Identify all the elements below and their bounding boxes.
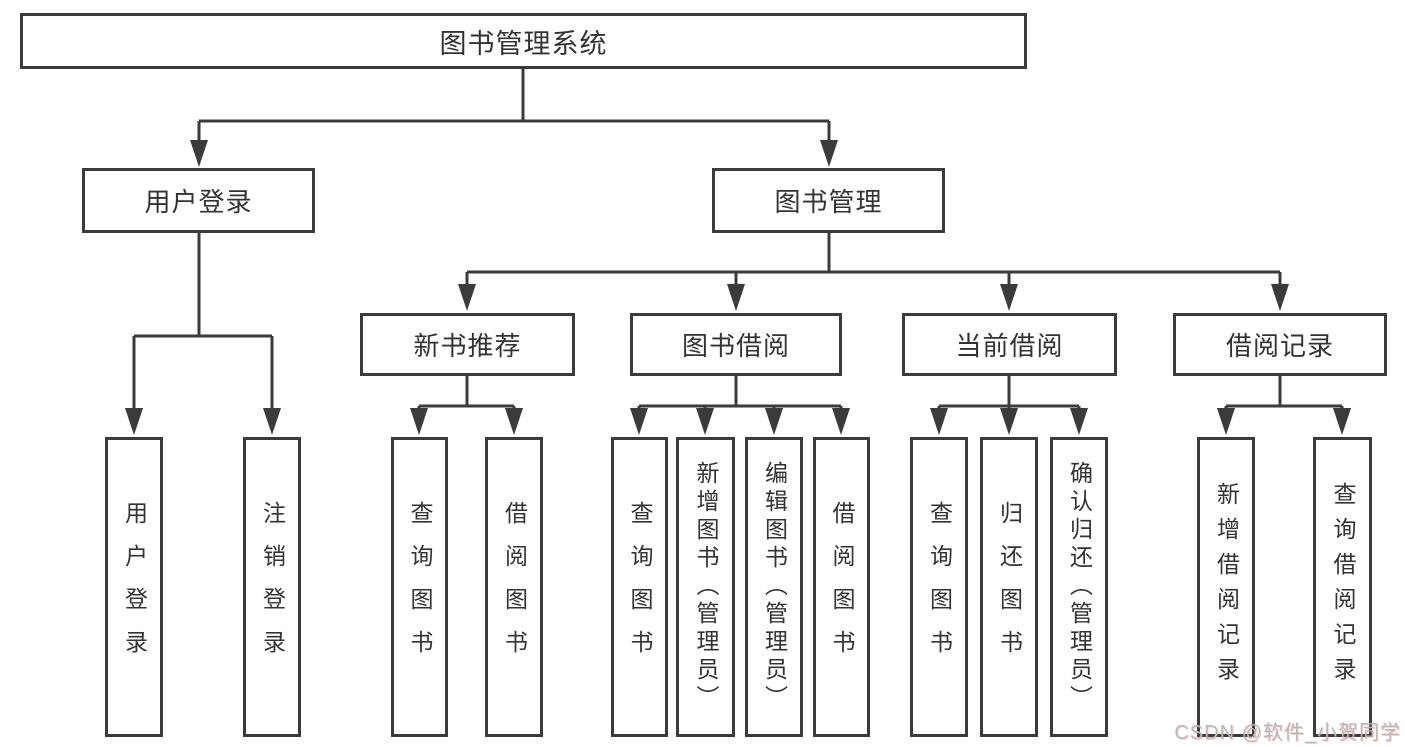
leaf-edit-books-admin: 编辑图书（管理员）	[745, 437, 803, 737]
leaf-query-books-recommend-label: 查询图书	[407, 501, 433, 673]
leaf-borrow-books-label: 借阅图书	[829, 501, 855, 673]
connector-root-to-branches	[197, 69, 831, 150]
watermark: CSDN @软件_小贺同学	[1174, 722, 1401, 744]
leaf-query-books-borrow: 查询图书	[611, 437, 668, 737]
leaf-add-borrow-record: 新增借阅记录	[1197, 437, 1255, 737]
node-book-management-label: 图书管理	[774, 187, 883, 217]
arrowhead	[820, 140, 838, 167]
arrowhead	[458, 284, 476, 311]
node-borrow-records-label: 借阅记录	[1225, 331, 1334, 361]
arrowhead	[696, 408, 714, 435]
leaf-return-books-label: 归还图书	[996, 501, 1023, 673]
leaf-query-books-recommend: 查询图书	[391, 437, 448, 737]
leaf-borrow-books-recommend: 借阅图书	[485, 437, 543, 737]
leaf-query-books-current-label: 查询图书	[926, 501, 953, 673]
node-user-login-label: 用户登录	[144, 187, 253, 217]
arrowhead	[1271, 284, 1289, 311]
leaf-add-borrow-record-label: 新增借阅记录	[1213, 482, 1240, 692]
leaf-return-books: 归还图书	[980, 437, 1038, 737]
arrowhead	[630, 408, 648, 435]
arrowhead	[263, 408, 281, 435]
arrowhead	[1000, 284, 1018, 311]
arrowhead	[410, 408, 428, 435]
arrowhead	[930, 408, 948, 435]
connector-book-management-to-modules	[465, 233, 1282, 294]
leaf-confirm-return-admin-label: 确认归还（管理员）	[1066, 461, 1093, 713]
node-new-book-recommend-label: 新书推荐	[413, 331, 522, 361]
node-book-borrow-label: 图书借阅	[681, 331, 790, 361]
leaf-confirm-return-admin: 确认归还（管理员）	[1050, 437, 1108, 737]
leaf-logout: 注销登录	[243, 437, 301, 737]
node-root-label: 图书管理系统	[439, 28, 608, 59]
arrowhead	[765, 408, 783, 435]
leaf-add-books-admin: 新增图书（管理员）	[676, 437, 735, 737]
arrowhead	[727, 284, 745, 311]
leaf-query-books-current: 查询图书	[910, 437, 968, 737]
node-book-management: 图书管理	[712, 168, 945, 233]
connector-book-borrow-to-leaves	[637, 376, 843, 418]
arrowhead	[832, 408, 850, 435]
node-root: 图书管理系统	[20, 13, 1027, 69]
leaf-borrow-books-recommend-label: 借阅图书	[501, 501, 528, 673]
arrowhead	[125, 408, 143, 435]
connector-user-login-to-leaves	[132, 233, 274, 418]
leaf-query-books-borrow-label: 查询图书	[627, 501, 653, 673]
node-borrow-records: 借阅记录	[1173, 313, 1387, 376]
leaf-query-borrow-record: 查询借阅记录	[1313, 437, 1372, 737]
connector-new-books-to-leaves	[417, 376, 516, 418]
node-new-book-recommend: 新书推荐	[360, 313, 575, 376]
leaf-query-borrow-record-label: 查询借阅记录	[1330, 482, 1356, 692]
arrowhead	[1217, 408, 1235, 435]
leaf-add-books-admin-label: 新增图书（管理员）	[693, 461, 719, 713]
arrowhead	[190, 140, 208, 167]
node-current-borrow-label: 当前借阅	[955, 331, 1064, 361]
node-book-borrow: 图书借阅	[630, 313, 842, 376]
node-user-login: 用户登录	[82, 168, 315, 233]
arrowhead	[1333, 408, 1351, 435]
arrowhead	[1000, 408, 1018, 435]
leaf-user-login: 用户登录	[105, 437, 163, 737]
connector-borrow-records-to-leaves	[1224, 376, 1344, 418]
arrowhead	[1070, 408, 1088, 435]
leaf-user-login-label: 用户登录	[121, 501, 148, 673]
leaf-borrow-books: 借阅图书	[813, 437, 870, 737]
node-current-borrow: 当前借阅	[902, 313, 1117, 376]
leaf-edit-books-admin-label: 编辑图书（管理员）	[761, 461, 788, 713]
leaf-logout-label: 注销登录	[259, 501, 286, 673]
arrowhead	[505, 408, 523, 435]
